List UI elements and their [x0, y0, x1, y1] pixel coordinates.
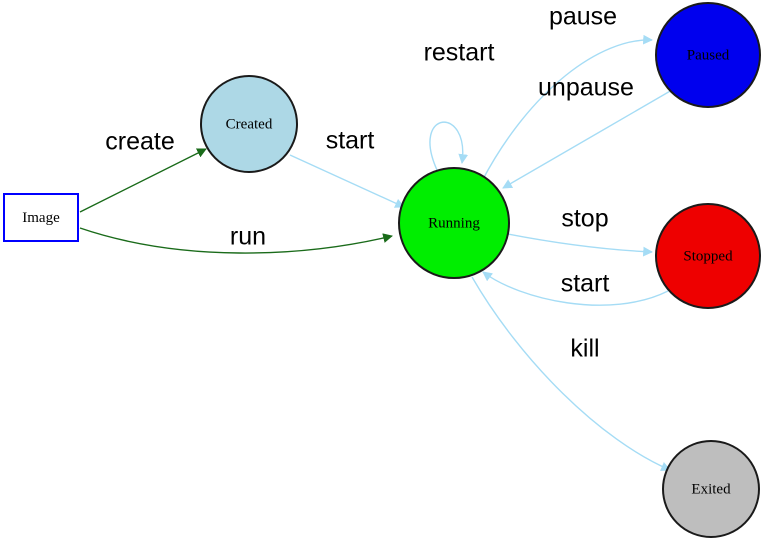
- node-shape-paused[interactable]: [655, 2, 761, 108]
- edge-label-run: run: [230, 223, 266, 251]
- edges-layer: [79, 34, 673, 472]
- node-shape-image[interactable]: [3, 193, 79, 242]
- edge-stop: [507, 233, 653, 257]
- node-created[interactable]: Created: [200, 75, 298, 173]
- node-label-image: Image: [22, 210, 60, 226]
- edge-label-create: create: [105, 128, 174, 156]
- edge-create: [79, 148, 207, 213]
- edge-start-created: [289, 154, 405, 208]
- edge-label-unpause: unpause: [538, 74, 634, 102]
- edge-kill: [471, 276, 671, 472]
- edge-label-pause: pause: [549, 3, 617, 31]
- edge-label-start-stopped: start: [561, 270, 610, 298]
- edge-labels-layer: create run start restart pause unpause stop sta…: [105, 3, 634, 363]
- edge-label-stop: stop: [561, 205, 608, 233]
- edge-start-stopped: [482, 271, 669, 306]
- edge-label-restart: restart: [424, 39, 495, 67]
- edge-run: [79, 227, 393, 254]
- node-image[interactable]: Image: [3, 193, 79, 242]
- edge-unpause: [502, 89, 673, 189]
- node-running[interactable]: Running: [398, 167, 510, 279]
- edge-restart: [429, 121, 469, 171]
- node-label-exited: Exited: [691, 481, 731, 497]
- node-label-paused: Paused: [687, 47, 730, 63]
- edge-label-kill: kill: [570, 335, 599, 363]
- node-shape-created[interactable]: [200, 75, 298, 173]
- node-label-running: Running: [428, 215, 480, 231]
- edge-pause: [481, 34, 653, 182]
- node-shape-exited[interactable]: [662, 440, 760, 538]
- node-label-created: Created: [226, 116, 273, 132]
- node-shape-running[interactable]: [398, 167, 510, 279]
- edge-label-start-created: start: [326, 127, 375, 155]
- node-shape-stopped[interactable]: [655, 203, 761, 309]
- node-stopped[interactable]: Stopped: [655, 203, 761, 309]
- node-label-stopped: Stopped: [683, 248, 733, 264]
- node-paused[interactable]: Paused: [655, 2, 761, 108]
- node-exited[interactable]: Exited: [662, 440, 760, 538]
